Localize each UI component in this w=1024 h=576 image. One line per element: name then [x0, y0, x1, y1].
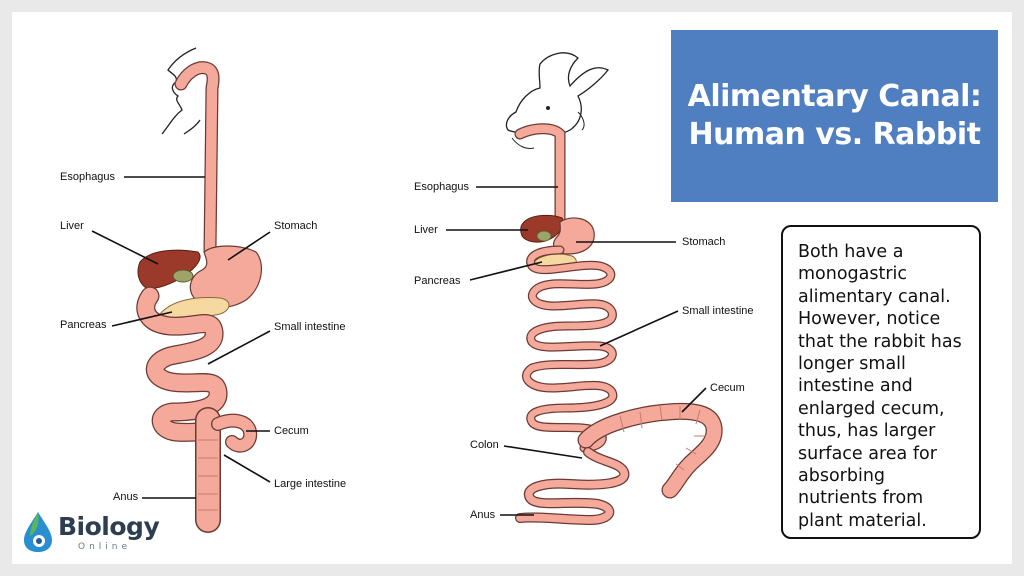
rabbit-label-anus: Anus: [470, 509, 496, 521]
rabbit-esophagus: [514, 123, 566, 230]
logo-wordmark: Biology: [58, 512, 160, 541]
human-diagram: [91, 47, 271, 533]
human-label-small-intestine: Small intestine: [274, 321, 346, 333]
rabbit-label-liver: Liver: [414, 224, 438, 236]
human-label-large-intestine: Large intestine: [274, 478, 347, 490]
human-label-stomach: Stomach: [274, 220, 318, 232]
rabbit-label-pancreas: Pancreas: [414, 275, 461, 287]
rabbit-diagram: [446, 52, 723, 525]
rabbit-label-stomach: Stomach: [682, 236, 726, 248]
title-box: Alimentary Canal: Human vs. Rabbit: [671, 30, 998, 202]
biology-online-logo: Biology Online: [20, 510, 180, 560]
human-label-anus: Anus: [113, 491, 139, 503]
human-face-outline: [161, 47, 201, 135]
rabbit-label-esophagus: Esophagus: [414, 181, 470, 193]
human-label-esophagus: Esophagus: [60, 171, 116, 183]
human-label-pancreas: Pancreas: [60, 319, 107, 331]
rabbit-label-small-intestine: Small intestine: [682, 305, 754, 317]
title-line-2: Human vs. Rabbit: [688, 117, 981, 152]
rabbit-label-colon: Colon: [470, 439, 499, 451]
note-box: Both have a monogastric alimentary canal…: [781, 225, 981, 539]
title-line-1: Alimentary Canal:: [687, 79, 982, 114]
rabbit-stomach: [553, 217, 595, 255]
logo-subtitle: Online: [78, 542, 132, 552]
rabbit-head-outline: [505, 52, 610, 135]
human-label-liver: Liver: [60, 220, 84, 232]
human-label-cecum: Cecum: [274, 425, 309, 437]
logo-drop-icon: [24, 512, 52, 552]
rabbit-label-cecum: Cecum: [710, 382, 745, 394]
